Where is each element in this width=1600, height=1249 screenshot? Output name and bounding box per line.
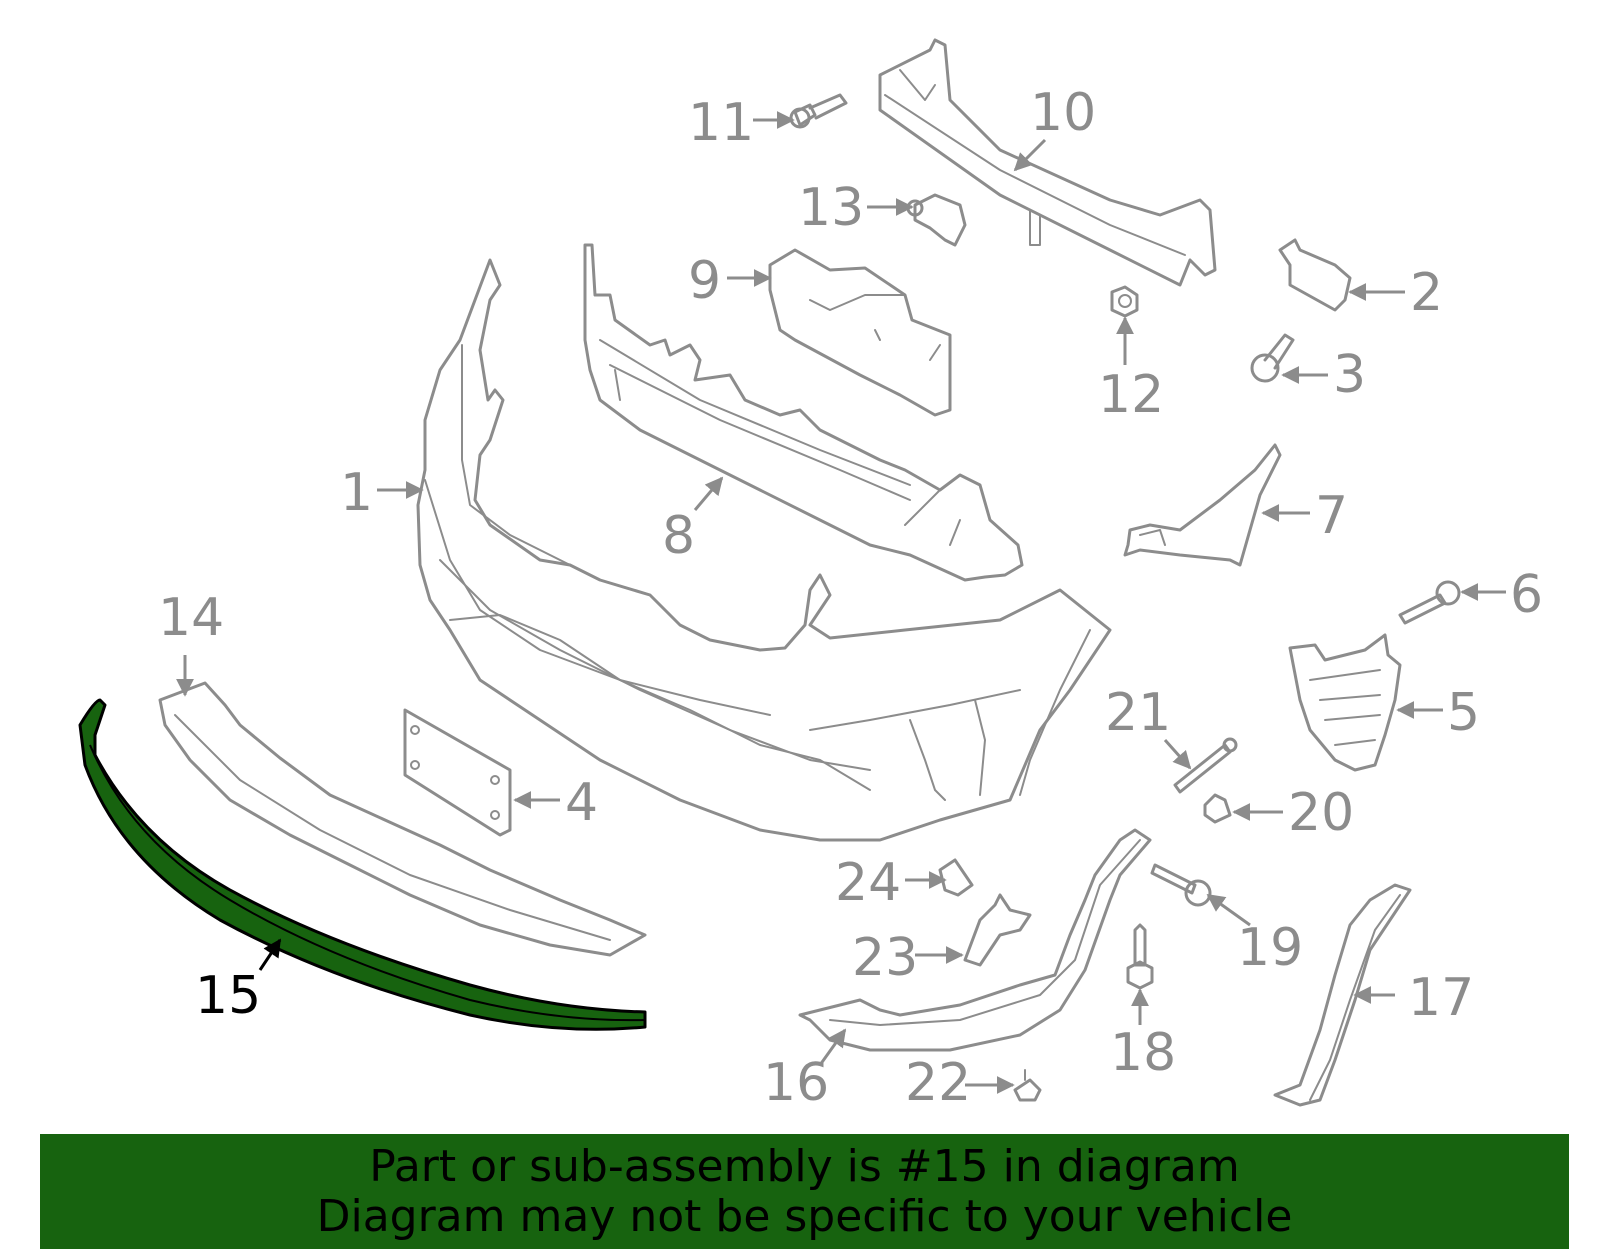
callout-13: 13: [798, 178, 864, 238]
part-23-bracket: [963, 893, 1032, 967]
callout-14: 14: [158, 588, 224, 648]
part-16-side-bracket: [798, 828, 1152, 1052]
banner-line-2: Diagram may not be specific to your vehi…: [316, 1191, 1293, 1242]
callout-3: 3: [1333, 345, 1366, 405]
part-17-trim-strip: [1273, 883, 1412, 1107]
part-15-highlighted-strip: [78, 698, 647, 1031]
callout-23: 23: [852, 928, 918, 988]
callout-18: 18: [1110, 1023, 1176, 1083]
callout-9: 9: [688, 251, 721, 311]
callout-7: 7: [1315, 486, 1348, 546]
callout-22: 22: [905, 1053, 971, 1113]
callout-20: 20: [1288, 783, 1354, 843]
part-13-sensor: [906, 193, 967, 247]
part-10-reinforcement-beam: [878, 38, 1217, 287]
callout-4: 4: [565, 773, 598, 833]
part-3-screw: [1250, 333, 1295, 383]
callout-19: 19: [1237, 918, 1303, 978]
callout-1: 1: [340, 463, 373, 523]
callout-12: 12: [1098, 365, 1164, 425]
callout-labels: 11 10 13 9 2 12 3 1 8 7 6 14 5 21 4 20 2…: [158, 83, 1543, 1113]
part-4-plate-bracket: [403, 708, 512, 837]
part-5-grille-insert: [1288, 633, 1402, 772]
callout-17: 17: [1408, 968, 1474, 1028]
part-18-bolt: [1126, 923, 1154, 990]
leader-lines: [176, 111, 1506, 1094]
part-11-bolt: [789, 93, 848, 129]
part-7-bracket: [1123, 443, 1282, 567]
callout-2: 2: [1410, 263, 1443, 323]
callout-5: 5: [1447, 683, 1480, 743]
part-14-lower-valance: [158, 681, 647, 957]
part-9-bracket: [768, 248, 952, 417]
callout-21: 21: [1105, 683, 1171, 743]
part-2-bracket: [1278, 238, 1352, 312]
part-19-bolt: [1150, 863, 1212, 907]
callout-11: 11: [688, 93, 754, 153]
callout-15: 15: [195, 966, 261, 1026]
part-20-clip: [1203, 793, 1232, 824]
callout-10: 10: [1030, 83, 1096, 143]
part-21-pin: [1173, 737, 1238, 794]
part-22-fastener: [1013, 1069, 1042, 1102]
callout-24: 24: [835, 853, 901, 913]
part-1-bumper-cover: [416, 258, 1112, 842]
callout-8: 8: [662, 506, 695, 566]
banner-line-1: Part or sub-assembly is #15 in diagram: [369, 1141, 1240, 1192]
part-8-grille: [583, 243, 1024, 582]
callout-16: 16: [763, 1053, 829, 1113]
part-12-nut: [1110, 285, 1139, 318]
part-6-bolt: [1398, 580, 1461, 625]
info-banner: Part or sub-assembly is #15 in diagram D…: [40, 1134, 1569, 1249]
part-24-clip: [938, 858, 974, 897]
callout-6: 6: [1510, 565, 1543, 625]
